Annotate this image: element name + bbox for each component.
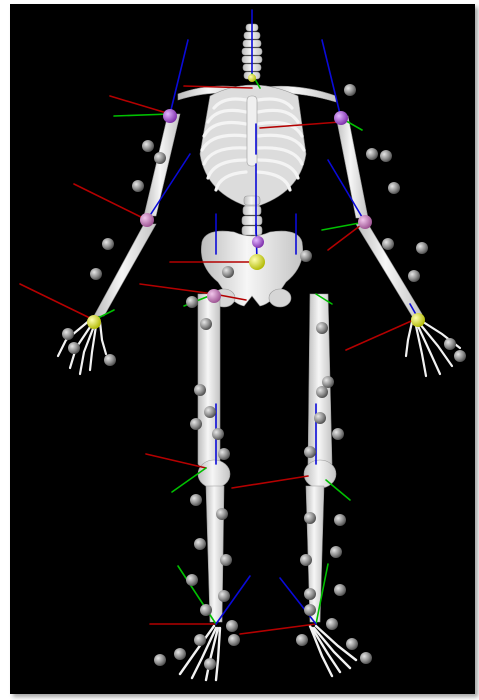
motion-capture-marker-icon[interactable] <box>300 250 312 262</box>
tibia-right <box>306 486 324 622</box>
tibia-left <box>206 486 224 622</box>
motion-capture-marker-icon[interactable] <box>216 508 228 520</box>
motion-capture-marker-icon[interactable] <box>186 296 198 308</box>
motion-capture-marker-icon[interactable] <box>314 412 326 424</box>
motion-capture-marker-icon[interactable] <box>220 554 232 566</box>
joint-shoulder-left[interactable] <box>163 109 177 123</box>
joint-neck[interactable] <box>248 74 256 82</box>
motion-capture-marker-icon[interactable] <box>200 318 212 330</box>
motion-capture-marker-icon[interactable] <box>296 634 308 646</box>
motion-capture-marker-icon[interactable] <box>204 658 216 670</box>
motion-capture-marker-icon[interactable] <box>316 322 328 334</box>
motion-capture-marker-icon[interactable] <box>334 514 346 526</box>
motion-capture-marker-icon[interactable] <box>222 266 234 278</box>
motion-capture-marker-icon[interactable] <box>194 538 206 550</box>
motion-capture-marker-icon[interactable] <box>344 84 356 96</box>
motion-capture-marker-icon[interactable] <box>186 574 198 586</box>
motion-capture-marker-icon[interactable] <box>366 148 378 160</box>
motion-capture-marker-icon[interactable] <box>200 604 212 616</box>
motion-capture-marker-icon[interactable] <box>194 634 206 646</box>
motion-capture-marker-icon[interactable] <box>388 182 400 194</box>
motion-capture-marker-icon[interactable] <box>316 386 328 398</box>
joint-hip-left[interactable] <box>207 289 221 303</box>
motion-capture-marker-icon[interactable] <box>190 418 202 430</box>
foot-right <box>310 626 356 676</box>
motion-capture-marker-icon[interactable] <box>62 328 74 340</box>
skeleton-icon <box>58 24 460 680</box>
hand-left <box>58 320 106 374</box>
joint-elbow-right[interactable] <box>358 215 372 229</box>
motion-capture-marker-icon[interactable] <box>444 338 456 350</box>
motion-capture-marker-icon[interactable] <box>132 180 144 192</box>
forearm-right <box>356 224 422 316</box>
motion-capture-marker-icon[interactable] <box>330 546 342 558</box>
joint-shoulder-right[interactable] <box>334 111 348 125</box>
motion-capture-marker-icon[interactable] <box>90 268 102 280</box>
patella-left <box>198 460 230 488</box>
motion-capture-marker-icon[interactable] <box>304 588 316 600</box>
motion-capture-marker-icon[interactable] <box>228 634 240 646</box>
joint-wrist-left[interactable] <box>87 315 101 329</box>
humerus-left <box>144 114 180 216</box>
skeleton-scene[interactable] <box>10 4 475 694</box>
motion-capture-marker-icon[interactable] <box>322 376 334 388</box>
motion-capture-marker-icon[interactable] <box>204 406 216 418</box>
motion-capture-marker-icon[interactable] <box>346 638 358 650</box>
motion-capture-marker-icon[interactable] <box>300 554 312 566</box>
motion-capture-marker-icon[interactable] <box>104 354 116 366</box>
motion-capture-marker-icon[interactable] <box>304 604 316 616</box>
motion-capture-marker-icon[interactable] <box>454 350 466 362</box>
motion-capture-marker-icon[interactable] <box>194 384 206 396</box>
motion-capture-marker-icon[interactable] <box>416 242 428 254</box>
joint-elbow-left[interactable] <box>140 213 154 227</box>
motion-capture-marker-icon[interactable] <box>218 448 230 460</box>
motion-capture-marker-icon[interactable] <box>226 620 238 632</box>
motion-capture-marker-icon[interactable] <box>380 150 392 162</box>
motion-capture-marker-icon[interactable] <box>408 270 420 282</box>
motion-capture-marker-icon[interactable] <box>360 652 372 664</box>
motion-capture-marker-icon[interactable] <box>304 512 316 524</box>
rib-cage <box>200 85 306 208</box>
motion-capture-marker-icon[interactable] <box>174 648 186 660</box>
lumbar-spine <box>242 196 262 235</box>
motion-capture-marker-icon[interactable] <box>154 152 166 164</box>
motion-capture-marker-icon[interactable] <box>212 428 224 440</box>
motion-capture-marker-icon[interactable] <box>142 140 154 152</box>
motion-capture-marker-icon[interactable] <box>332 428 344 440</box>
forearm-left <box>94 224 156 316</box>
motion-capture-marker-icon[interactable] <box>218 590 230 602</box>
joint-pelvis[interactable] <box>249 254 265 270</box>
motion-capture-marker-icon[interactable] <box>190 494 202 506</box>
joint-thorax[interactable] <box>252 236 264 248</box>
motion-capture-marker-icon[interactable] <box>304 446 316 458</box>
motion-capture-marker-icon[interactable] <box>382 238 394 250</box>
joint-wrist-right[interactable] <box>411 313 425 327</box>
3d-viewport[interactable] <box>10 4 475 694</box>
motion-capture-marker-icon[interactable] <box>102 238 114 250</box>
motion-capture-marker-icon[interactable] <box>68 342 80 354</box>
motion-capture-marker-icon[interactable] <box>154 654 166 666</box>
humerus-right <box>336 116 368 218</box>
motion-capture-marker-icon[interactable] <box>326 618 338 630</box>
motion-capture-marker-icon[interactable] <box>334 584 346 596</box>
